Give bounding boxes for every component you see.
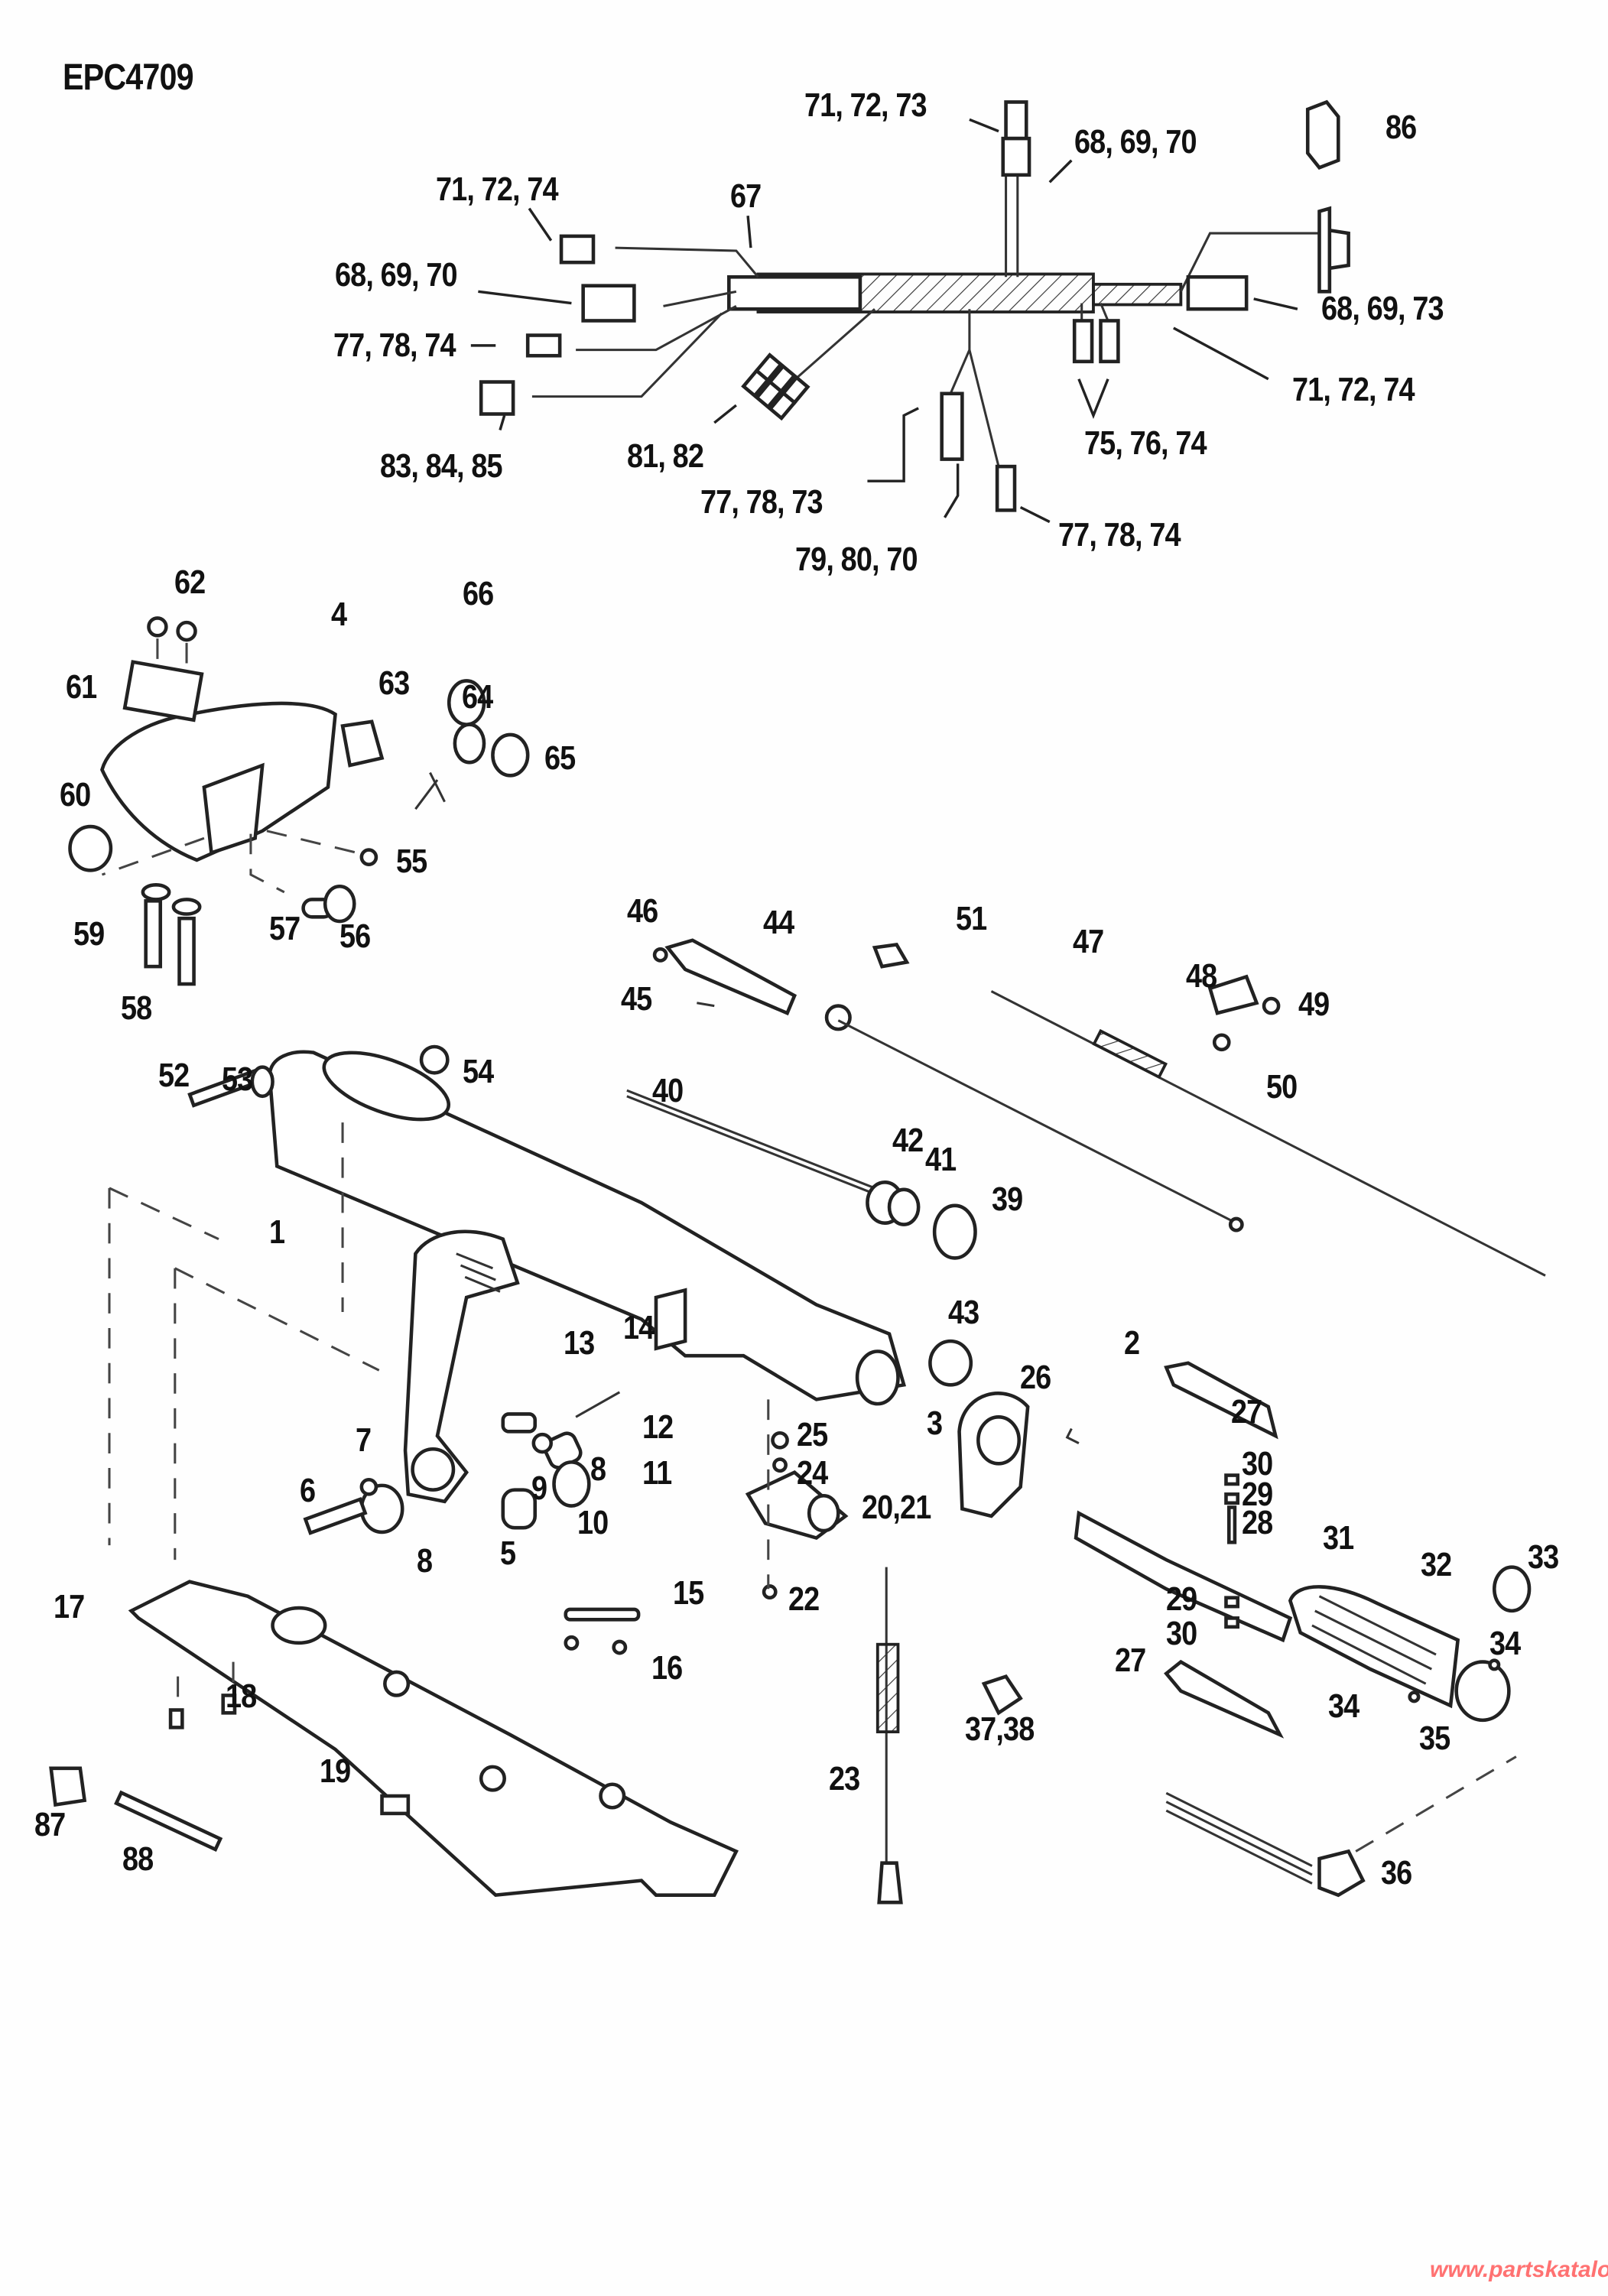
callout-34-b: 34 xyxy=(1328,1687,1359,1725)
callout-50: 50 xyxy=(1266,1068,1298,1106)
callout-19: 19 xyxy=(320,1752,351,1790)
callout-86: 86 xyxy=(1385,109,1417,146)
callout-71-72-74-a: 71, 72, 74 xyxy=(436,170,559,208)
callout-46: 46 xyxy=(627,892,658,930)
callout-9: 9 xyxy=(531,1470,547,1507)
callout-8-a: 8 xyxy=(590,1450,606,1488)
callout-25: 25 xyxy=(797,1416,828,1453)
callout-17: 17 xyxy=(54,1588,85,1625)
callout-8-b: 8 xyxy=(417,1542,433,1580)
callout-66: 66 xyxy=(463,575,494,612)
callout-83-84-85: 83, 84, 85 xyxy=(380,447,503,485)
wiring-harness-67 xyxy=(531,131,1320,467)
callout-5: 5 xyxy=(500,1534,516,1572)
callout-15: 15 xyxy=(673,1574,704,1612)
callout-53: 53 xyxy=(222,1060,253,1098)
callout-48: 48 xyxy=(1186,957,1217,995)
callout-16: 16 xyxy=(651,1649,683,1687)
callout-27-a: 27 xyxy=(1231,1393,1262,1431)
callout-29-b: 29 xyxy=(1166,1580,1197,1618)
diagram-id: EPC4709 xyxy=(63,57,194,98)
callout-67: 67 xyxy=(730,177,762,215)
callout-47: 47 xyxy=(1073,923,1104,960)
small-hardware xyxy=(564,1399,903,1905)
callout-64: 64 xyxy=(462,678,493,716)
callout-71-72-73: 71, 72, 73 xyxy=(804,86,927,124)
callout-30-b: 30 xyxy=(1166,1615,1197,1652)
callout-61: 61 xyxy=(66,668,97,706)
callout-27-b: 27 xyxy=(1115,1642,1146,1679)
callout-71-72-74-b: 71, 72, 74 xyxy=(1292,371,1415,408)
callout-60: 60 xyxy=(60,776,91,814)
callout-55: 55 xyxy=(396,843,427,880)
callout-20-21: 20,21 xyxy=(862,1489,931,1526)
callout-28: 28 xyxy=(1242,1504,1273,1541)
callout-58: 58 xyxy=(121,989,152,1027)
callout-81-82: 81, 82 xyxy=(627,437,704,475)
callout-54: 54 xyxy=(463,1053,494,1090)
callout-63: 63 xyxy=(378,664,410,702)
callout-88: 88 xyxy=(122,1840,154,1878)
callout-24: 24 xyxy=(797,1454,828,1492)
callout-31: 31 xyxy=(1323,1519,1354,1557)
callout-43: 43 xyxy=(948,1294,979,1331)
callout-68-69-70-a: 68, 69, 70 xyxy=(335,256,458,294)
callout-23: 23 xyxy=(829,1760,860,1798)
callout-87: 87 xyxy=(34,1806,66,1843)
callout-39: 39 xyxy=(992,1180,1023,1218)
tiller-arm xyxy=(108,1044,973,1560)
callout-77-78-73: 77, 78, 73 xyxy=(700,483,823,521)
callout-56: 56 xyxy=(339,917,371,955)
callout-33: 33 xyxy=(1528,1538,1559,1576)
callout-32: 32 xyxy=(1421,1546,1452,1583)
connectors xyxy=(479,99,1350,512)
callout-10: 10 xyxy=(577,1504,609,1541)
callout-65: 65 xyxy=(544,739,576,777)
callout-49: 49 xyxy=(1298,986,1330,1023)
callout-29-a: 29 xyxy=(1242,1476,1273,1513)
callout-41: 41 xyxy=(925,1141,957,1178)
callout-62: 62 xyxy=(174,563,206,601)
steering-head xyxy=(68,616,530,986)
callout-79-80-70: 79, 80, 70 xyxy=(795,541,918,578)
callout-36: 36 xyxy=(1381,1854,1412,1892)
callout-57: 57 xyxy=(269,910,300,947)
callout-12: 12 xyxy=(642,1408,674,1446)
callout-45: 45 xyxy=(621,980,652,1018)
callout-26: 26 xyxy=(1020,1359,1051,1396)
callout-11: 11 xyxy=(642,1454,672,1492)
callout-7: 7 xyxy=(356,1421,372,1459)
harness-leaders xyxy=(470,118,1298,524)
callout-44: 44 xyxy=(763,904,794,941)
callout-35: 35 xyxy=(1419,1720,1450,1757)
callout-22: 22 xyxy=(788,1580,820,1618)
callout-59: 59 xyxy=(73,915,105,953)
throttle-grip xyxy=(957,1361,1532,1898)
callout-51: 51 xyxy=(956,900,987,937)
callout-40: 40 xyxy=(652,1072,684,1109)
callout-37-38: 37,38 xyxy=(965,1710,1035,1748)
callout-1: 1 xyxy=(269,1213,285,1251)
callout-2: 2 xyxy=(1124,1324,1140,1362)
callout-77-78-74-b: 77, 78, 74 xyxy=(1058,516,1181,554)
callout-18: 18 xyxy=(226,1677,257,1715)
callout-75-76-74: 75, 76, 74 xyxy=(1084,424,1207,462)
callout-42: 42 xyxy=(892,1122,924,1159)
callout-6: 6 xyxy=(300,1472,316,1509)
callout-34-a: 34 xyxy=(1489,1625,1521,1662)
callout-13: 13 xyxy=(564,1324,595,1362)
callout-3: 3 xyxy=(927,1405,943,1442)
cables xyxy=(626,938,1546,1277)
callout-68-69-70-b: 68, 69, 70 xyxy=(1074,123,1197,161)
callout-4: 4 xyxy=(331,596,347,633)
callout-68-69-73: 68, 69, 73 xyxy=(1321,290,1444,327)
callout-52: 52 xyxy=(158,1057,190,1094)
callout-77-78-74-a: 77, 78, 74 xyxy=(333,326,456,364)
callout-30-a: 30 xyxy=(1242,1445,1273,1482)
callout-14: 14 xyxy=(623,1309,655,1346)
lower-cover xyxy=(49,1580,739,1898)
watermark[interactable]: www.partskatalog.ru xyxy=(1430,2257,1608,2282)
